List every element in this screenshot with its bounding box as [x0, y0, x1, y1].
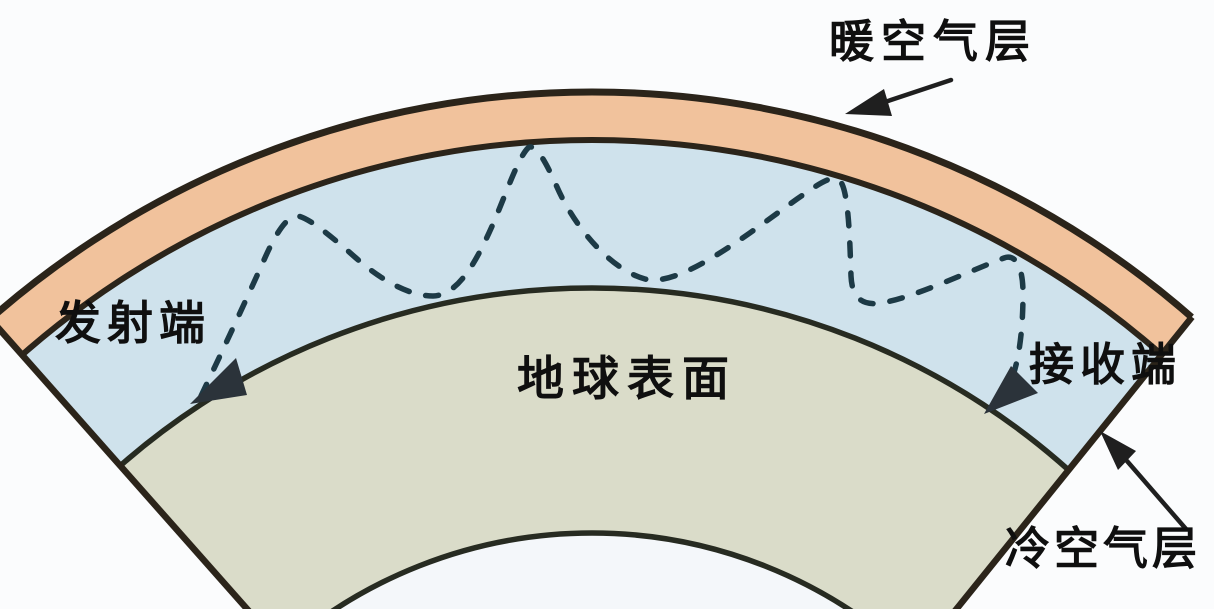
transmitter-wave-arrowhead-icon	[190, 358, 247, 404]
warm-layer-callout-arrowhead-icon	[845, 89, 892, 116]
cold-layer-callout-arrowhead-icon	[1100, 431, 1136, 470]
transmitter-label: 发射端	[55, 298, 211, 349]
radio-wave-dashed-path	[198, 144, 1026, 416]
cold-layer-callout-line	[1124, 458, 1189, 532]
earth-surface-band	[0, 285, 1214, 609]
warm-air-layer-label: 暖空气层	[829, 17, 1038, 67]
left-radial-edge	[0, 325, 252, 609]
receiver-label: 接收端	[1029, 340, 1183, 390]
warm-layer-callout-arrow	[845, 77, 954, 116]
warm-layer-callout-line	[885, 77, 954, 104]
right-radial-edge	[952, 314, 1195, 609]
earth-surface-label: 地球表面	[517, 354, 737, 406]
cold-air-layer-label: 冷空气层	[1005, 524, 1202, 574]
earth-inner-region	[119, 530, 1065, 609]
receiver-wave-arrowhead-icon	[984, 366, 1038, 414]
cold-layer-callout-arrow	[1100, 431, 1189, 532]
